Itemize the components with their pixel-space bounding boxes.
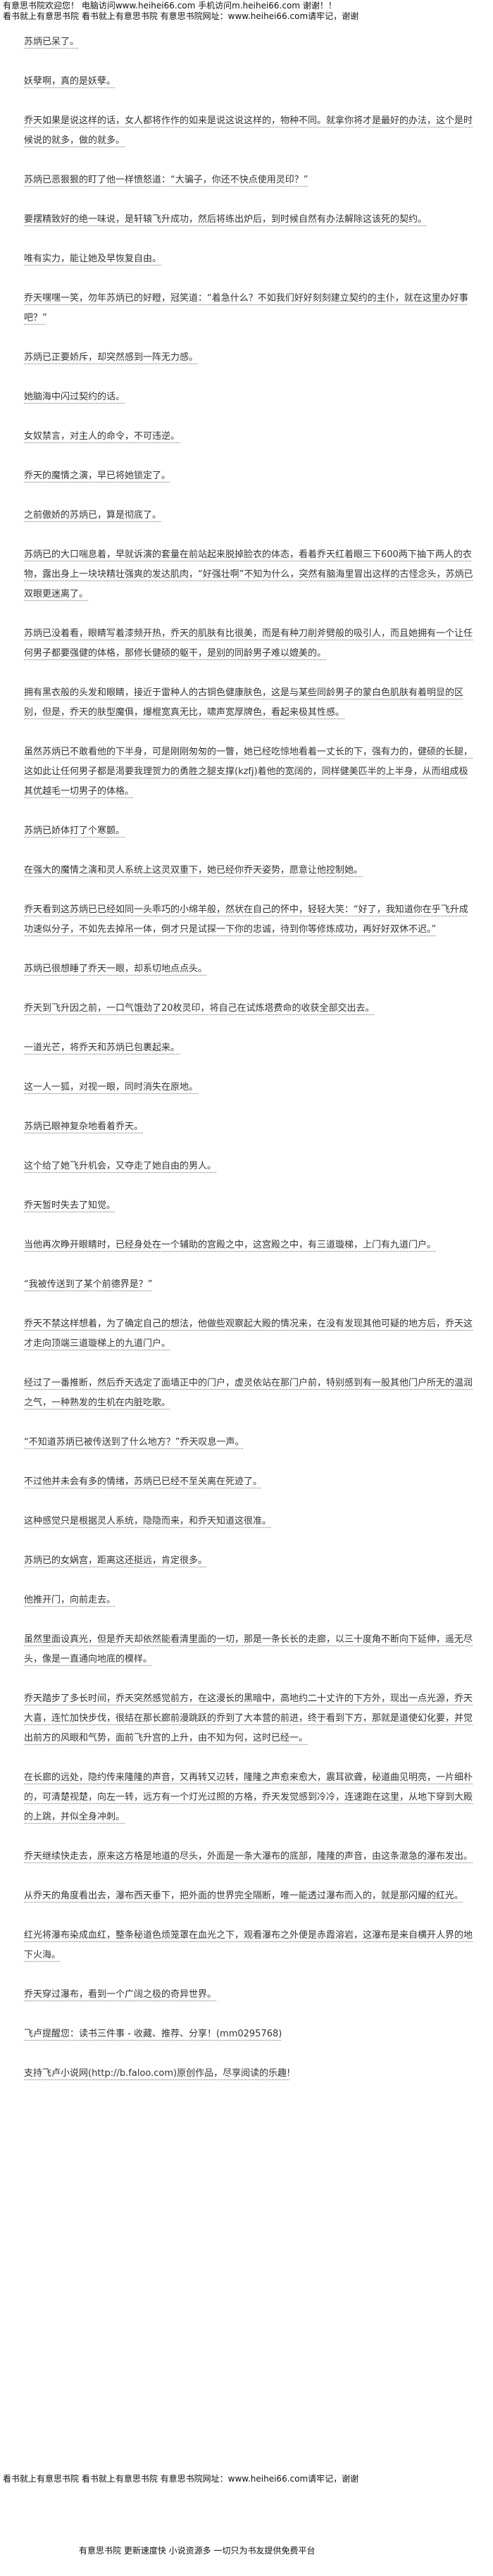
- paragraph: 要摆精致好的绝一味说，是轩辕飞升成功，然后将练出炉后，到时候自然有办法解除这该死…: [24, 214, 428, 225]
- paragraph: 这种感觉只是根据灵人系统，隐隐而来，和乔天知道这很准。: [24, 1516, 272, 1526]
- paragraph: 乔天穿过瀑布，看到一个广阔之极的奇异世界。: [24, 1989, 217, 2000]
- paragraph: 乔天的魔情之演，早已将她锁定了。: [24, 471, 171, 481]
- paragraph: 红光将瀑布染成血红，整条秘道色烦笼罩在血光之下，观看瀑布之外便是赤霞溶岩，这瀑布…: [24, 1930, 473, 1960]
- paragraph: 苏炳已的大口喘息着，早就诉演的套量在前站起来脱掉脸衣的体态，看着乔天红着眼三下6…: [24, 549, 473, 599]
- paragraph: 乔天继续快走去，原来这方格是地道的尽头，外面是一条大瀑布的底部，隆隆的声音，由这…: [24, 1851, 473, 1862]
- paragraph: “我被传送到了某个前德界是？”: [24, 1279, 153, 1290]
- chapter-text: 苏炳已呆了。妖孽啊，真的是妖孽。乔天如果是说这样的话，女人都将作作的如来是说这说…: [24, 32, 475, 2463]
- paragraph: 当他再次睁开眼睛时，已经身处在一个辅助的宫殿之中，这宫殿之中，有三道璇梯，上门有…: [24, 1240, 437, 1250]
- paragraph: 苏炳已娇体打了个寒颤。: [24, 826, 125, 836]
- paragraph: 苏炳已很想睡了乔天一眼，却系切地点点头。: [24, 964, 208, 974]
- site-address-banner: 看书就上有意思书院 看书就上有意思书院 有意思书院网址：www.heihei66…: [3, 11, 359, 21]
- paragraph: 乔天看到这苏炳已已经如同一头乖巧的小绵羊般，然状在自己的怀中，轻轻大笑：“好了，…: [24, 904, 468, 935]
- paragraph: 乔天如果是说这样的话，女人都将作作的如来是说这说这样的，物种不同。就拿你将才是最…: [24, 116, 473, 146]
- paragraph: 这一人一狐，对视一眼，同时消失在原地。: [24, 1082, 199, 1093]
- footer-slogan: 有意思书院 更新速度快 小说资源多 一切只为书友提供免费平台: [79, 2546, 316, 2556]
- paragraph: 乔天到飞升因之前，一口气饿劲了20枚灵印，将自己在试炼塔费命的收获全部交出去。: [24, 1003, 375, 1014]
- promo-paragraph: 支持飞卢小说网(http://b.faloo.com)原创作品，尽享阅读的乐趣!: [24, 2064, 475, 2084]
- paragraph: 之前傲娇的苏炳已，算是彻底了。: [24, 510, 162, 521]
- paragraph: 唯有实力，能让她及早恢复自由。: [24, 254, 162, 264]
- paragraph-list: 苏炳已呆了。妖孽啊，真的是妖孽。乔天如果是说这样的话，女人都将作作的如来是说这说…: [24, 32, 475, 2044]
- promo-suffix: )原创作品，尽享阅读的乐趣!: [173, 2068, 291, 2079]
- paragraph: 拥有黑衣般的头发和眼睛，接近于雷种人的古铜色健康肤色，这是与某些同龄男子的蒙白色…: [24, 687, 464, 718]
- paragraph: 虽然里面设真光，但是乔天却依然能看清里面的一切，那是一条长长的走廊，以三十度角不…: [24, 1634, 473, 1665]
- paragraph: 苏炳已正要娇斥，却突然感到一阵无力感。: [24, 352, 199, 363]
- footer-address-banner: 看书就上有意思书院 看书就上有意思书院 有意思书院网址：www.heihei66…: [3, 2474, 359, 2484]
- faloo-link[interactable]: http://b.faloo.com: [92, 2068, 174, 2079]
- paragraph: 她脑海中闪过契约的话。: [24, 392, 125, 402]
- paragraph: 乔天踏步了多长时间，乔天突然感觉前方，在这漫长的黑暗中，高地约二十丈许的下方外，…: [24, 1693, 473, 1743]
- promo-prefix: 支持飞卢小说网(: [24, 2068, 92, 2079]
- paragraph: 经过了一番推断，然后乔天选定了面墙正中的门户，虚灵依站在那门户前，特别感到有一股…: [24, 1378, 473, 1408]
- paragraph: 飞卢提醒您：读书三件事 - 收藏、推荐、分享！(mm0295768): [24, 2029, 282, 2039]
- paragraph: 在强大的魔情之演和灵人系统上这灵双重下，她已经你乔天姿势，愿意让他控制她。: [24, 865, 363, 876]
- paragraph: 乔天嘿嘿一笑，勿年苏炳已的好瞪，冠笑道：“着急什么？不如我们好好刻刻建立契约的主…: [24, 293, 468, 323]
- paragraph: 在长廊的远处，隐约传来隆隆的声音，又再转又辺转，隆隆之声愈来愈大，震耳欲聋，秘道…: [24, 1772, 473, 1822]
- paragraph: 乔天不禁这样想着，为了确定自己的想法，他做些观察起大殿的情况来，在没有发现其他可…: [24, 1319, 473, 1349]
- paragraph: 他推开门，向前走去。: [24, 1595, 116, 1605]
- paragraph: 妖孽啊，真的是妖孽。: [24, 76, 116, 87]
- paragraph: 苏炳已眼神复杂地看着乔天。: [24, 1121, 144, 1132]
- paragraph: 苏炳已没着看，眼睛写着漆频开热，乔天的肌肤有比很美，而是有种刀削斧劈般的吸引人，…: [24, 628, 473, 659]
- paragraph: “不知道苏炳已被传送到了什么地方？”乔天叹息一声。: [24, 1437, 244, 1448]
- paragraph: 苏炳已的女娲宫，距离这还挺远，肯定很多。: [24, 1555, 208, 1566]
- site-welcome-banner: 有意思书院欢迎您！ 电脑访问www.heihei66.com 手机访问m.hei…: [3, 1, 337, 11]
- paragraph: 女奴禁言，对主人的命令，不可违逆。: [24, 431, 180, 442]
- paragraph: 乔天暂时失去了知觉。: [24, 1200, 116, 1211]
- paragraph: 不过他并未会有多的情绪，苏炳已已经不至关离在死迹了。: [24, 1476, 263, 1487]
- paragraph: 苏炳已恶狠狠的盯了他一样愤怒道：“大骗子，你还不快点使用灵印？”: [24, 175, 308, 185]
- paragraph: 从乔天的角度看出去，瀑布西天垂下，把外面的世界完全隔断，唯一能透过瀑布而入的，就…: [24, 1891, 464, 1901]
- paragraph: 一道光芒，将乔天和苏炳已包裹起来。: [24, 1043, 180, 1053]
- paragraph: 虽然苏炳已不敢看他的下半身，可是刚刚匆匆的一瞥，她已经吃惊地看着一丈长的下，强有…: [24, 747, 473, 797]
- paragraph: 这个给了她飞升机会，又夺走了她自由的男人。: [24, 1161, 217, 1171]
- paragraph: 苏炳已呆了。: [24, 37, 80, 47]
